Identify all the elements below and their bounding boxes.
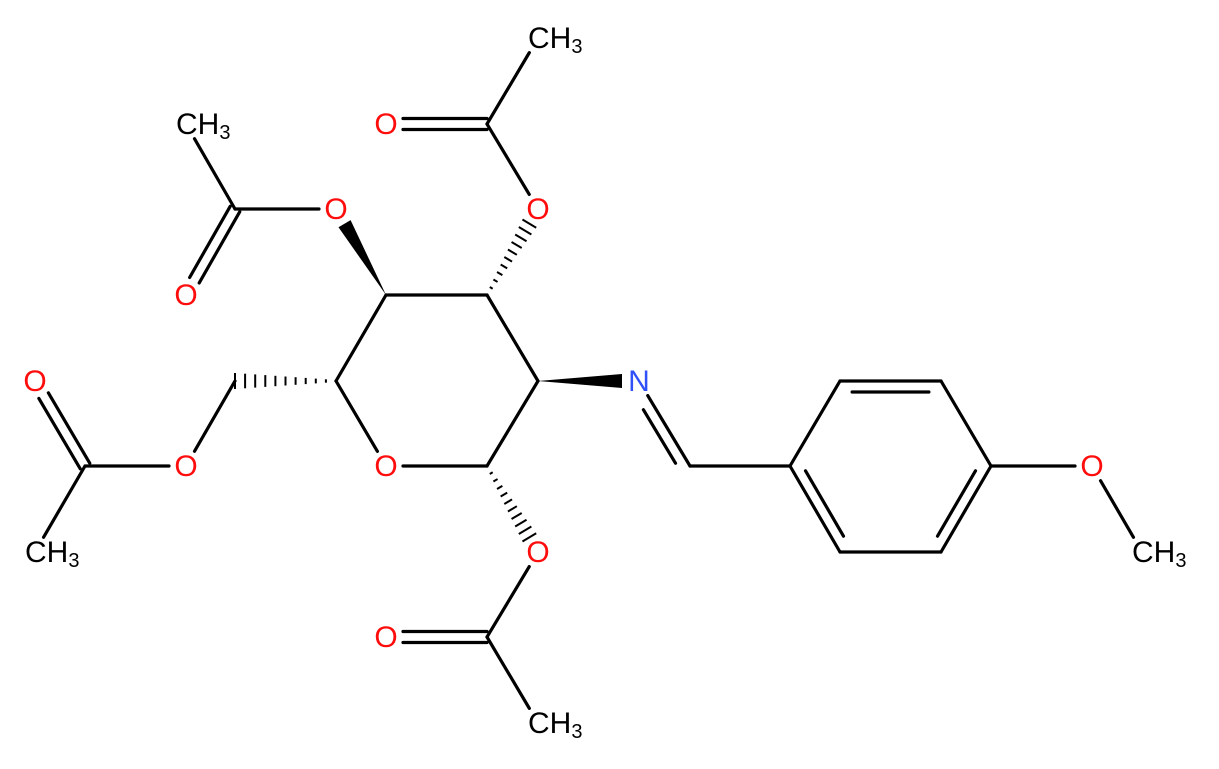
atom-label-a-ch3-bottom: CH3 <box>528 707 582 744</box>
double-bond-31-inner <box>803 469 846 538</box>
atom-label-a-o-upper-left-ester: O <box>324 193 347 226</box>
atom-label-a-o-methoxy: O <box>1080 450 1103 483</box>
hashed-wedge-bond-8 <box>485 218 537 297</box>
atom-label-a-o-top-carbonyl: O <box>374 108 397 141</box>
atom-label-a-ch3-methoxy: CH3 <box>1132 536 1186 573</box>
double-bond-29-main <box>939 464 993 554</box>
single-bond-26 <box>788 379 842 468</box>
atom-label-a-n-imine: N <box>628 365 650 398</box>
double-bond-16-b <box>197 210 242 285</box>
double-bond-24-main <box>646 393 692 468</box>
atom-label-a-o-ring: O <box>374 450 397 483</box>
atom-label-a-o-bottom-carbonyl: O <box>374 621 397 654</box>
single-bond-17 <box>192 137 237 211</box>
single-bond-0 <box>485 379 540 468</box>
atom-label-a-o-upper-right-ester: O <box>526 193 549 226</box>
double-bond-29-inner <box>935 469 978 538</box>
single-bond-23 <box>485 635 531 710</box>
double-bond-31-main <box>788 464 842 554</box>
single-bond-33 <box>1098 479 1136 539</box>
double-bond-13-a <box>46 391 92 465</box>
wedge-bond-7 <box>338 220 386 295</box>
single-bond-18 <box>485 122 531 197</box>
hashed-wedge-bond-10 <box>485 464 537 543</box>
atom-label-a-o-left-carbonyl: O <box>23 365 46 398</box>
atom-label-a-ch3-upper-left: CH3 <box>176 108 230 145</box>
atom-label-a-o-upper-left-carbonyl: O <box>174 279 197 312</box>
wedge-bond-9 <box>538 374 622 388</box>
atom-label-a-o-bottom-ester: O <box>526 536 549 569</box>
double-bond-13-b <box>37 396 82 471</box>
single-bond-3 <box>334 293 388 383</box>
single-bond-1 <box>485 293 540 383</box>
single-bond-4 <box>334 379 379 453</box>
hashed-wedge-bond-6 <box>234 373 337 389</box>
single-bond-28 <box>939 379 993 468</box>
single-bond-14 <box>41 464 87 539</box>
double-bond-24-inner <box>641 408 678 465</box>
single-bond-20 <box>485 51 531 126</box>
single-bond-11 <box>192 379 237 453</box>
bond-layer <box>37 51 1136 710</box>
atom-label-a-o-left-ester: O <box>174 450 197 483</box>
single-bond-21 <box>485 564 531 639</box>
atom-label-a-ch3-top: CH3 <box>528 22 582 59</box>
double-bond-16-a <box>188 204 232 280</box>
atom-label-a-ch3-left: CH3 <box>25 536 79 573</box>
